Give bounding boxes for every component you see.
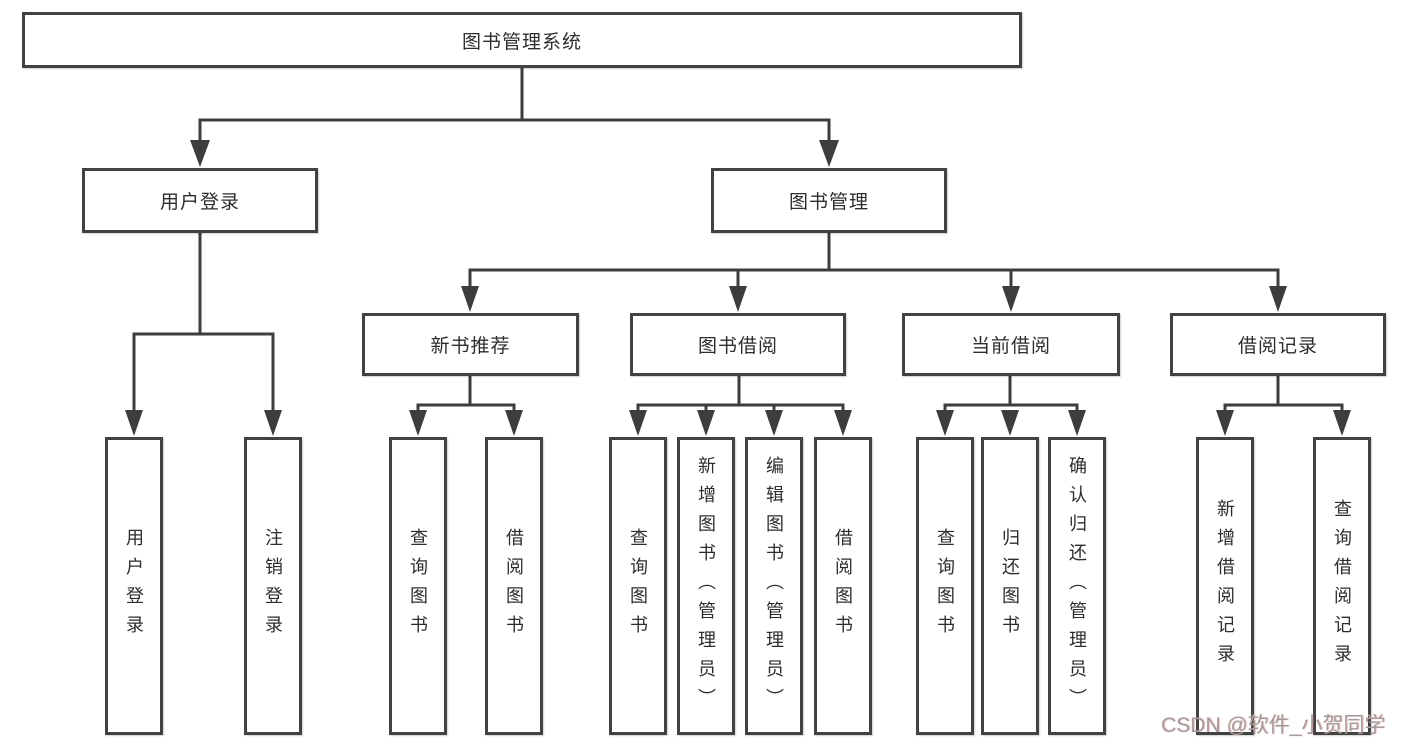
node-leaf-edit-book-admin: 编辑图书（管理员） [745,437,803,735]
node-leaf-query-books-recommend: 查询图书 [389,437,447,735]
node-leaf-add-borrow-record: 新增借阅记录 [1196,437,1254,735]
node-leaf-confirm-return-admin: 确认归还（管理员） [1048,437,1106,735]
node-user-login: 用户登录 [82,168,318,233]
node-book-management: 图书管理 [711,168,947,233]
watermark-text: CSDN @软件_小贺同学 [1161,714,1386,737]
node-leaf-borrow-books-recommend: 借阅图书 [485,437,543,735]
node-leaf-add-book-admin: 新增图书（管理员） [677,437,735,735]
node-leaf-user-login: 用户登录 [105,437,163,735]
node-borrow-records: 借阅记录 [1170,313,1386,376]
node-book-borrow: 图书借阅 [630,313,846,376]
node-leaf-query-borrow-record: 查询借阅记录 [1313,437,1371,735]
node-leaf-query-books-current: 查询图书 [916,437,974,735]
node-leaf-borrow-books: 借阅图书 [814,437,872,735]
node-new-book-recommend: 新书推荐 [362,313,579,376]
node-leaf-logout: 注销登录 [244,437,302,735]
node-leaf-query-books-borrow: 查询图书 [609,437,667,735]
node-root: 图书管理系统 [22,12,1022,68]
node-current-borrow: 当前借阅 [902,313,1120,376]
node-leaf-return-book: 归还图书 [981,437,1039,735]
